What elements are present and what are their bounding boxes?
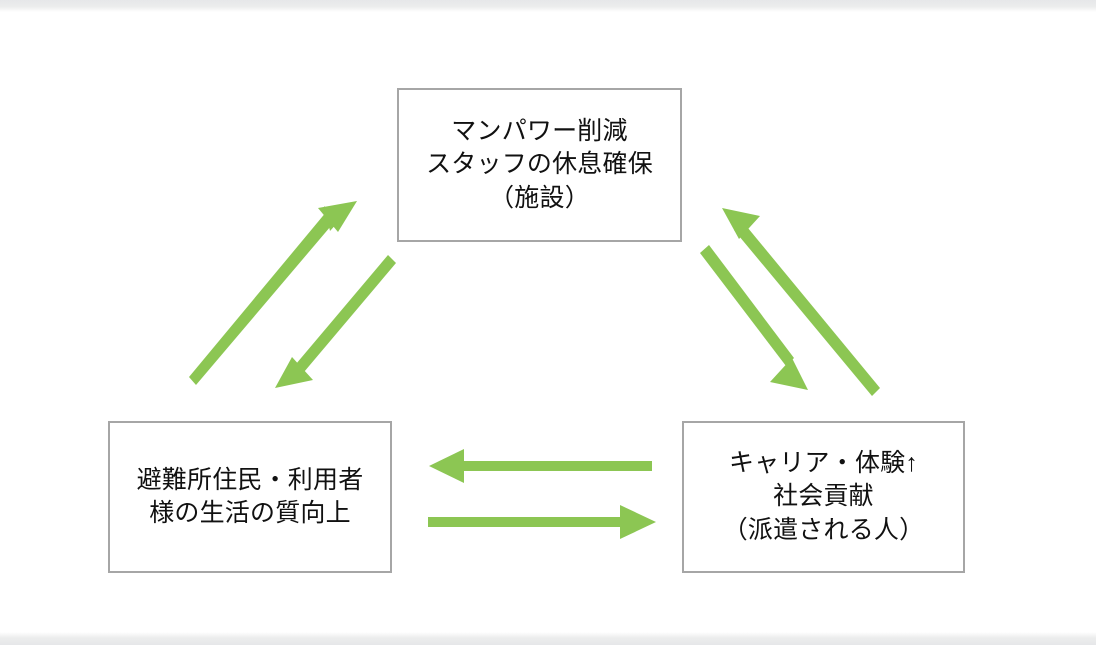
arrow-facility-to-residents bbox=[275, 255, 396, 388]
node-label-dispatched: キャリア・体験↑ 社会貢献 （派遣される人） bbox=[722, 448, 925, 544]
arrow-dispatched-to-residents bbox=[429, 449, 652, 483]
node-box-dispatched[interactable]: キャリア・体験↑ 社会貢献 （派遣される人） bbox=[682, 421, 965, 573]
arrow-residents-to-facility bbox=[189, 201, 357, 385]
node-label-facility: マンパワー削減 スタッフの休息確保 （施設） bbox=[426, 116, 653, 212]
arrow-residents-to-dispatched bbox=[428, 505, 656, 539]
node-label-residents: 避難所住民・利用者 様の生活の質向上 bbox=[136, 465, 364, 528]
slide-top-edge-band bbox=[0, 0, 1096, 12]
node-box-facility[interactable]: マンパワー削減 スタッフの休息確保 （施設） bbox=[397, 88, 682, 242]
slide-bottom-edge-band bbox=[0, 632, 1096, 645]
arrow-facility-to-dispatched bbox=[700, 245, 808, 390]
node-box-residents[interactable]: 避難所住民・利用者 様の生活の質向上 bbox=[108, 421, 392, 573]
arrow-dispatched-to-facility bbox=[722, 208, 880, 396]
